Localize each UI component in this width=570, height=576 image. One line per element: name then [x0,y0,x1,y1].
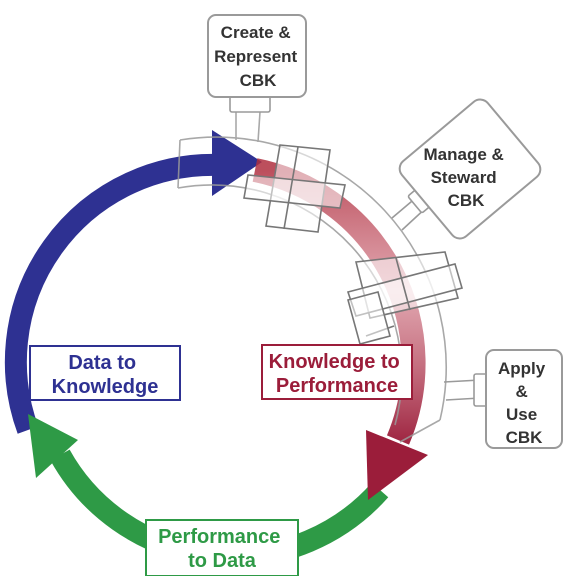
create-represent-box [207,14,307,98]
performance-to-data-label: Performance to Data [158,526,286,572]
data-to-knowledge-arc [4,153,219,434]
performance-to-data-box [145,519,299,576]
data-to-knowledge-box [29,345,181,401]
apply-use-label: Apply & Use CBK [498,359,550,447]
connector-block-1 [243,144,346,233]
manage-steward-label: Manage & Steward CBK [423,145,508,210]
manage-steward-box [398,98,542,240]
knowledge-to-performance-box [261,344,413,400]
data-to-knowledge-label: Data to Knowledge [52,352,159,398]
connector-block-2 [346,251,463,345]
data-to-knowledge-arrowhead [212,130,262,196]
apply-use-box [485,349,563,449]
performance-to-data-arrowhead [28,414,78,478]
create-represent-label: Create & Represent CBK [214,23,302,90]
knowledge-to-performance-label: Knowledge to Performance [269,351,406,397]
knowledge-to-performance-arrowhead [366,430,428,500]
